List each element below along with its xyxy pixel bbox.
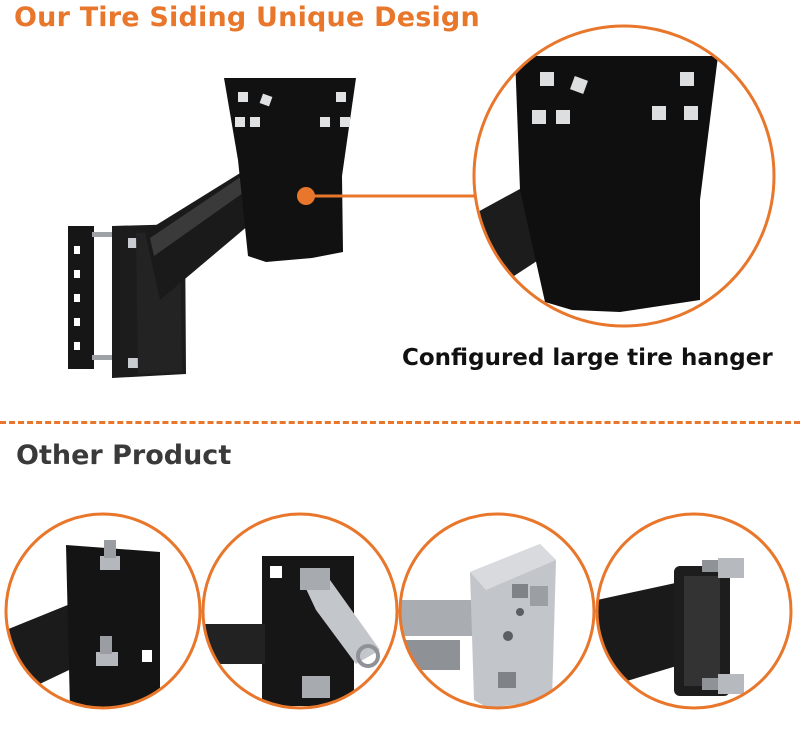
callout-dot xyxy=(297,187,315,205)
page-title: Our Tire Siding Unique Design xyxy=(14,2,480,33)
section-divider xyxy=(0,421,800,424)
thumbnail-side-mount xyxy=(597,514,791,708)
tire-plate xyxy=(224,78,356,262)
callout-caption: Configured large tire hanger xyxy=(402,345,773,371)
zoom-circle-border xyxy=(472,24,776,328)
support-arm xyxy=(145,170,262,300)
thumbnail-bracket-bolts xyxy=(6,514,200,708)
thumbnail-galvanized-plate xyxy=(400,514,594,708)
zoom-circle-content xyxy=(474,26,774,326)
section-title: Other Product xyxy=(16,440,232,471)
thumbnail-mount-arm xyxy=(203,514,397,708)
